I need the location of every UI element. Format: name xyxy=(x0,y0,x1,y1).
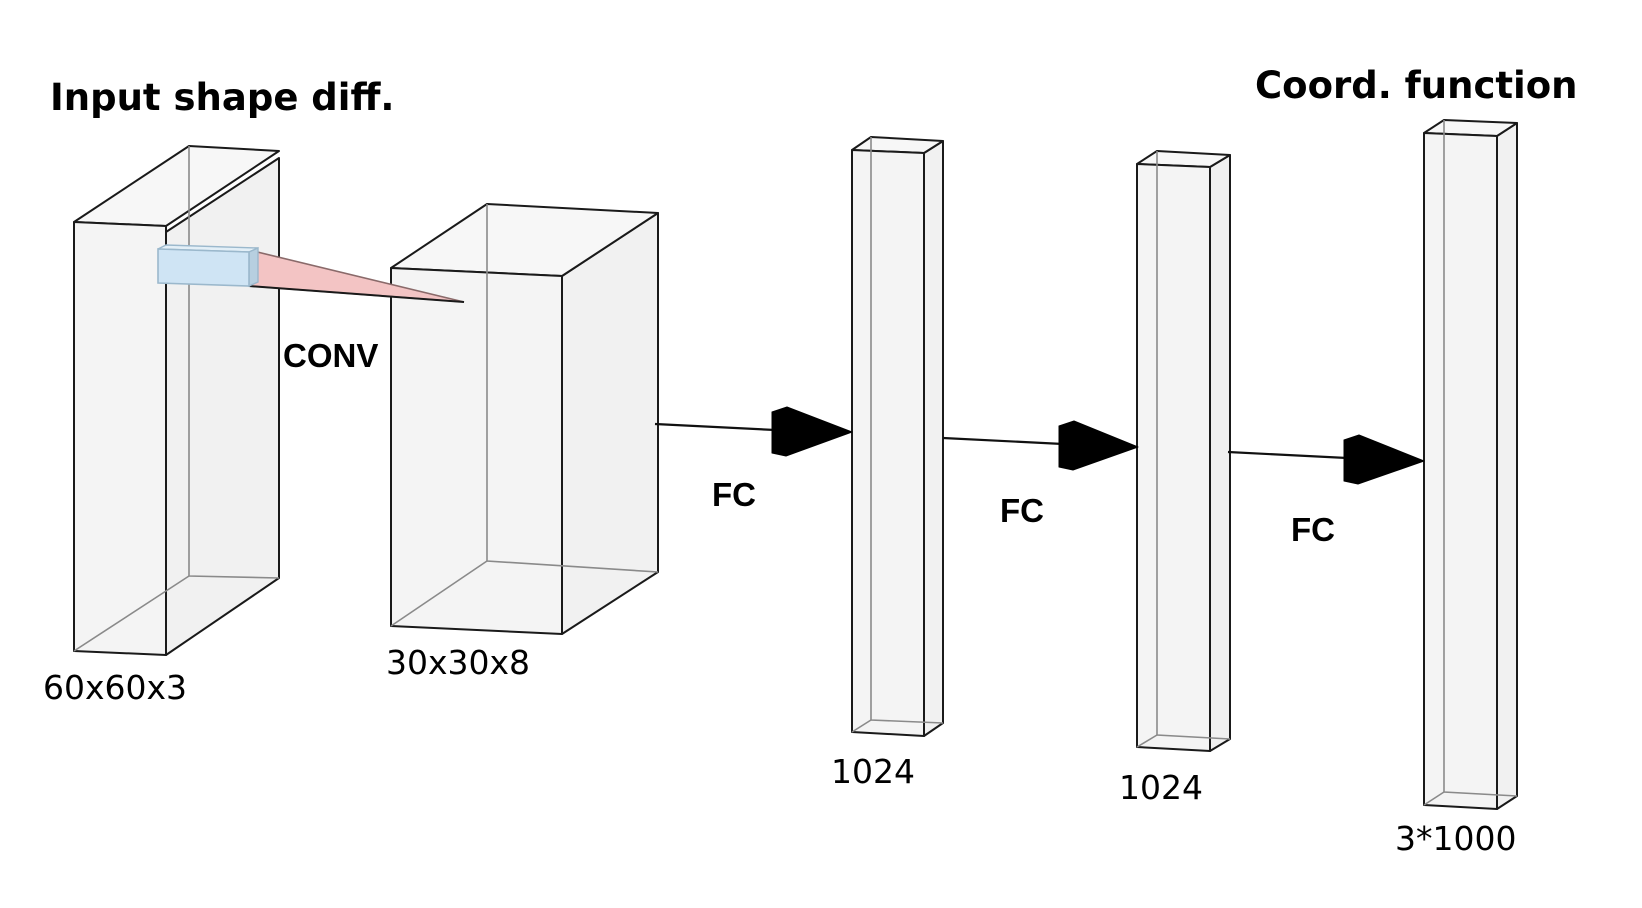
fc2-dim-label: 1024 xyxy=(1119,768,1203,807)
input-block-front xyxy=(73,221,167,656)
arrow-head-icon xyxy=(771,406,853,457)
fc2-block-hidden-edge-2 xyxy=(1136,734,1158,748)
fc1-block-front xyxy=(851,149,925,737)
fc2-block xyxy=(1136,150,1231,752)
fc1-dim-label: 1024 xyxy=(831,752,915,791)
conv-output-block xyxy=(390,203,659,635)
conv-block-hidden-edge-2 xyxy=(390,560,488,627)
connection-fc2-to-output xyxy=(1227,434,1425,485)
input-block-hidden-edge-2 xyxy=(73,575,190,652)
connection-conv-to-fc1 xyxy=(654,406,853,457)
input-heading: Input shape diff. xyxy=(50,76,395,119)
conv-op-label: CONV xyxy=(283,337,378,374)
arrow-head-icon xyxy=(1058,420,1139,471)
output-block-hidden-edge-2 xyxy=(1423,791,1445,806)
arrow-head-icon xyxy=(1343,434,1425,485)
fc1-block-side xyxy=(923,140,944,737)
input-block xyxy=(73,145,280,656)
input-dim-label: 60x60x3 xyxy=(43,668,187,707)
kernel-front xyxy=(157,248,250,287)
output-dim-label: 3*1000 xyxy=(1395,819,1516,858)
output-block xyxy=(1423,119,1518,810)
fc2-block-front xyxy=(1136,163,1211,752)
conv-dim-label: 30x30x8 xyxy=(386,643,530,682)
output-heading: Coord. function xyxy=(1255,64,1578,107)
connection-line xyxy=(942,436,1064,446)
output-block-front xyxy=(1423,132,1498,810)
fc2-op-label: FC xyxy=(1000,492,1044,529)
conv-block-front xyxy=(390,267,563,635)
conv-kernel xyxy=(157,244,465,303)
receptive-field-edge xyxy=(248,285,465,303)
connection-line xyxy=(1227,450,1348,460)
connection-line xyxy=(654,422,776,432)
fc3-op-label: FC xyxy=(1291,511,1335,548)
fc1-block xyxy=(851,136,944,737)
fc1-op-label: FC xyxy=(712,476,756,513)
connection-fc1-to-fc2 xyxy=(942,420,1139,471)
fc2-block-side xyxy=(1209,154,1231,752)
kernel-side xyxy=(248,246,259,288)
output-block-side xyxy=(1496,122,1518,810)
fc1-block-hidden-edge-2 xyxy=(851,719,872,733)
